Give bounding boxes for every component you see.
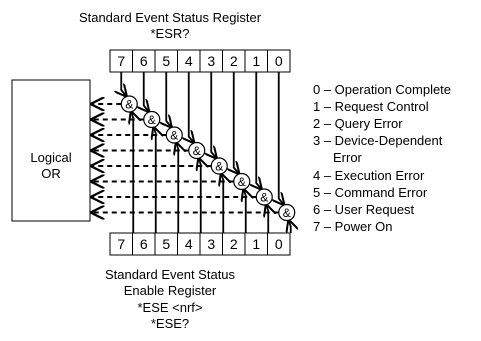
and-gate-bit-0 (278, 203, 296, 222)
enable-line-bit-6 (154, 128, 156, 233)
bottom-register-query: *ESE? (150, 316, 190, 331)
and-gates: &&&&&&&& (120, 95, 296, 222)
and-symbol-bit-7: & (125, 98, 133, 112)
and-gate-bit-4 (188, 141, 206, 160)
legend-item-2: 2 – Query Error (313, 116, 403, 131)
and-symbol-bit-2: & (238, 175, 246, 189)
legend-item-5: 5 – Command Error (313, 185, 428, 200)
enable-line-bit-7 (131, 112, 133, 233)
legend-item-4: 4 – Execution Error (313, 168, 425, 183)
bottom-register-cell-0 (267, 232, 291, 256)
and-gate-bit-7 (120, 95, 138, 113)
legend-item-1: 1 – Request Control (313, 99, 429, 114)
and-symbol-bit-3: & (215, 160, 223, 174)
and-symbol-bit-1: & (260, 191, 268, 205)
enable-line-bit-5 (176, 143, 178, 233)
bottom-register-bit-7: 7 (117, 236, 125, 252)
top-register-bit-6: 6 (140, 53, 148, 69)
legend-item-3: 3 – Device-Dependent (313, 133, 443, 148)
legend-item-3-cont: Error (333, 150, 362, 165)
status-line-bit-3 (211, 72, 216, 158)
and-symbol-bit-5: & (170, 129, 178, 143)
bottom-register-bit-1: 1 (252, 236, 260, 252)
bottom-register-bit-0: 0 (275, 236, 283, 252)
or-box-label-line1: Logical (30, 150, 72, 165)
bottom-register-set-command: *ESE <nrf> (137, 300, 203, 315)
and-gate-bit-6 (143, 110, 161, 129)
and-gate-bit-3 (210, 157, 228, 175)
top-register-bit-7: 7 (117, 53, 125, 69)
status-line-bit-4 (189, 72, 194, 143)
status-line-bit-7 (121, 72, 126, 96)
enable-line-bit-0 (289, 221, 291, 234)
top-register-bit-5: 5 (162, 53, 170, 69)
status-line-bit-6 (144, 72, 149, 112)
bottom-register-title-line1: Standard Event Status (104, 267, 236, 282)
legend-item-6: 6 – User Request (313, 202, 415, 217)
bottom-register-bit-6: 6 (140, 236, 148, 252)
and-symbol-bit-6: & (148, 113, 156, 127)
bottom-register-bit-3: 3 (207, 236, 215, 252)
bottom-register-bit-4: 4 (185, 236, 193, 252)
and-gate-bit-1 (255, 188, 273, 206)
top-register-title: Standard Event Status Register (78, 10, 262, 25)
or-box-label-line2: OR (41, 166, 61, 181)
enable-line-bit-3 (221, 174, 223, 233)
status-line-bit-1 (256, 72, 261, 189)
legend-item-7: 7 – Power On (313, 219, 393, 234)
logical-or-box (11, 79, 91, 222)
bottom-register-title-line2: Enable Register (123, 283, 217, 298)
top-register-bit-1: 1 (252, 53, 260, 69)
and-symbol-bit-4: & (193, 144, 201, 158)
enable-line-bit-1 (266, 205, 268, 233)
status-line-bit-5 (166, 72, 171, 127)
enable-line-bit-4 (199, 159, 201, 233)
legend-item-0: 0 – Operation Complete (313, 82, 452, 97)
register-wires (92, 72, 291, 233)
top-register-query: *ESR? (150, 26, 190, 41)
and-symbol-bit-0: & (283, 206, 291, 220)
bottom-register-bit-2: 2 (230, 236, 238, 252)
top-register-bit-4: 4 (185, 53, 193, 69)
and-gate-bit-5 (165, 126, 183, 144)
status-line-bit-0 (279, 72, 284, 205)
bottom-register-bit-5: 5 (162, 236, 170, 252)
enable-line-bit-2 (244, 190, 246, 233)
top-register-bit-0: 0 (275, 53, 283, 69)
top-register-bit-2: 2 (230, 53, 238, 69)
and-gate-bit-2 (233, 172, 251, 191)
status-line-bit-2 (234, 72, 239, 174)
top-register-bit-3: 3 (207, 53, 215, 69)
